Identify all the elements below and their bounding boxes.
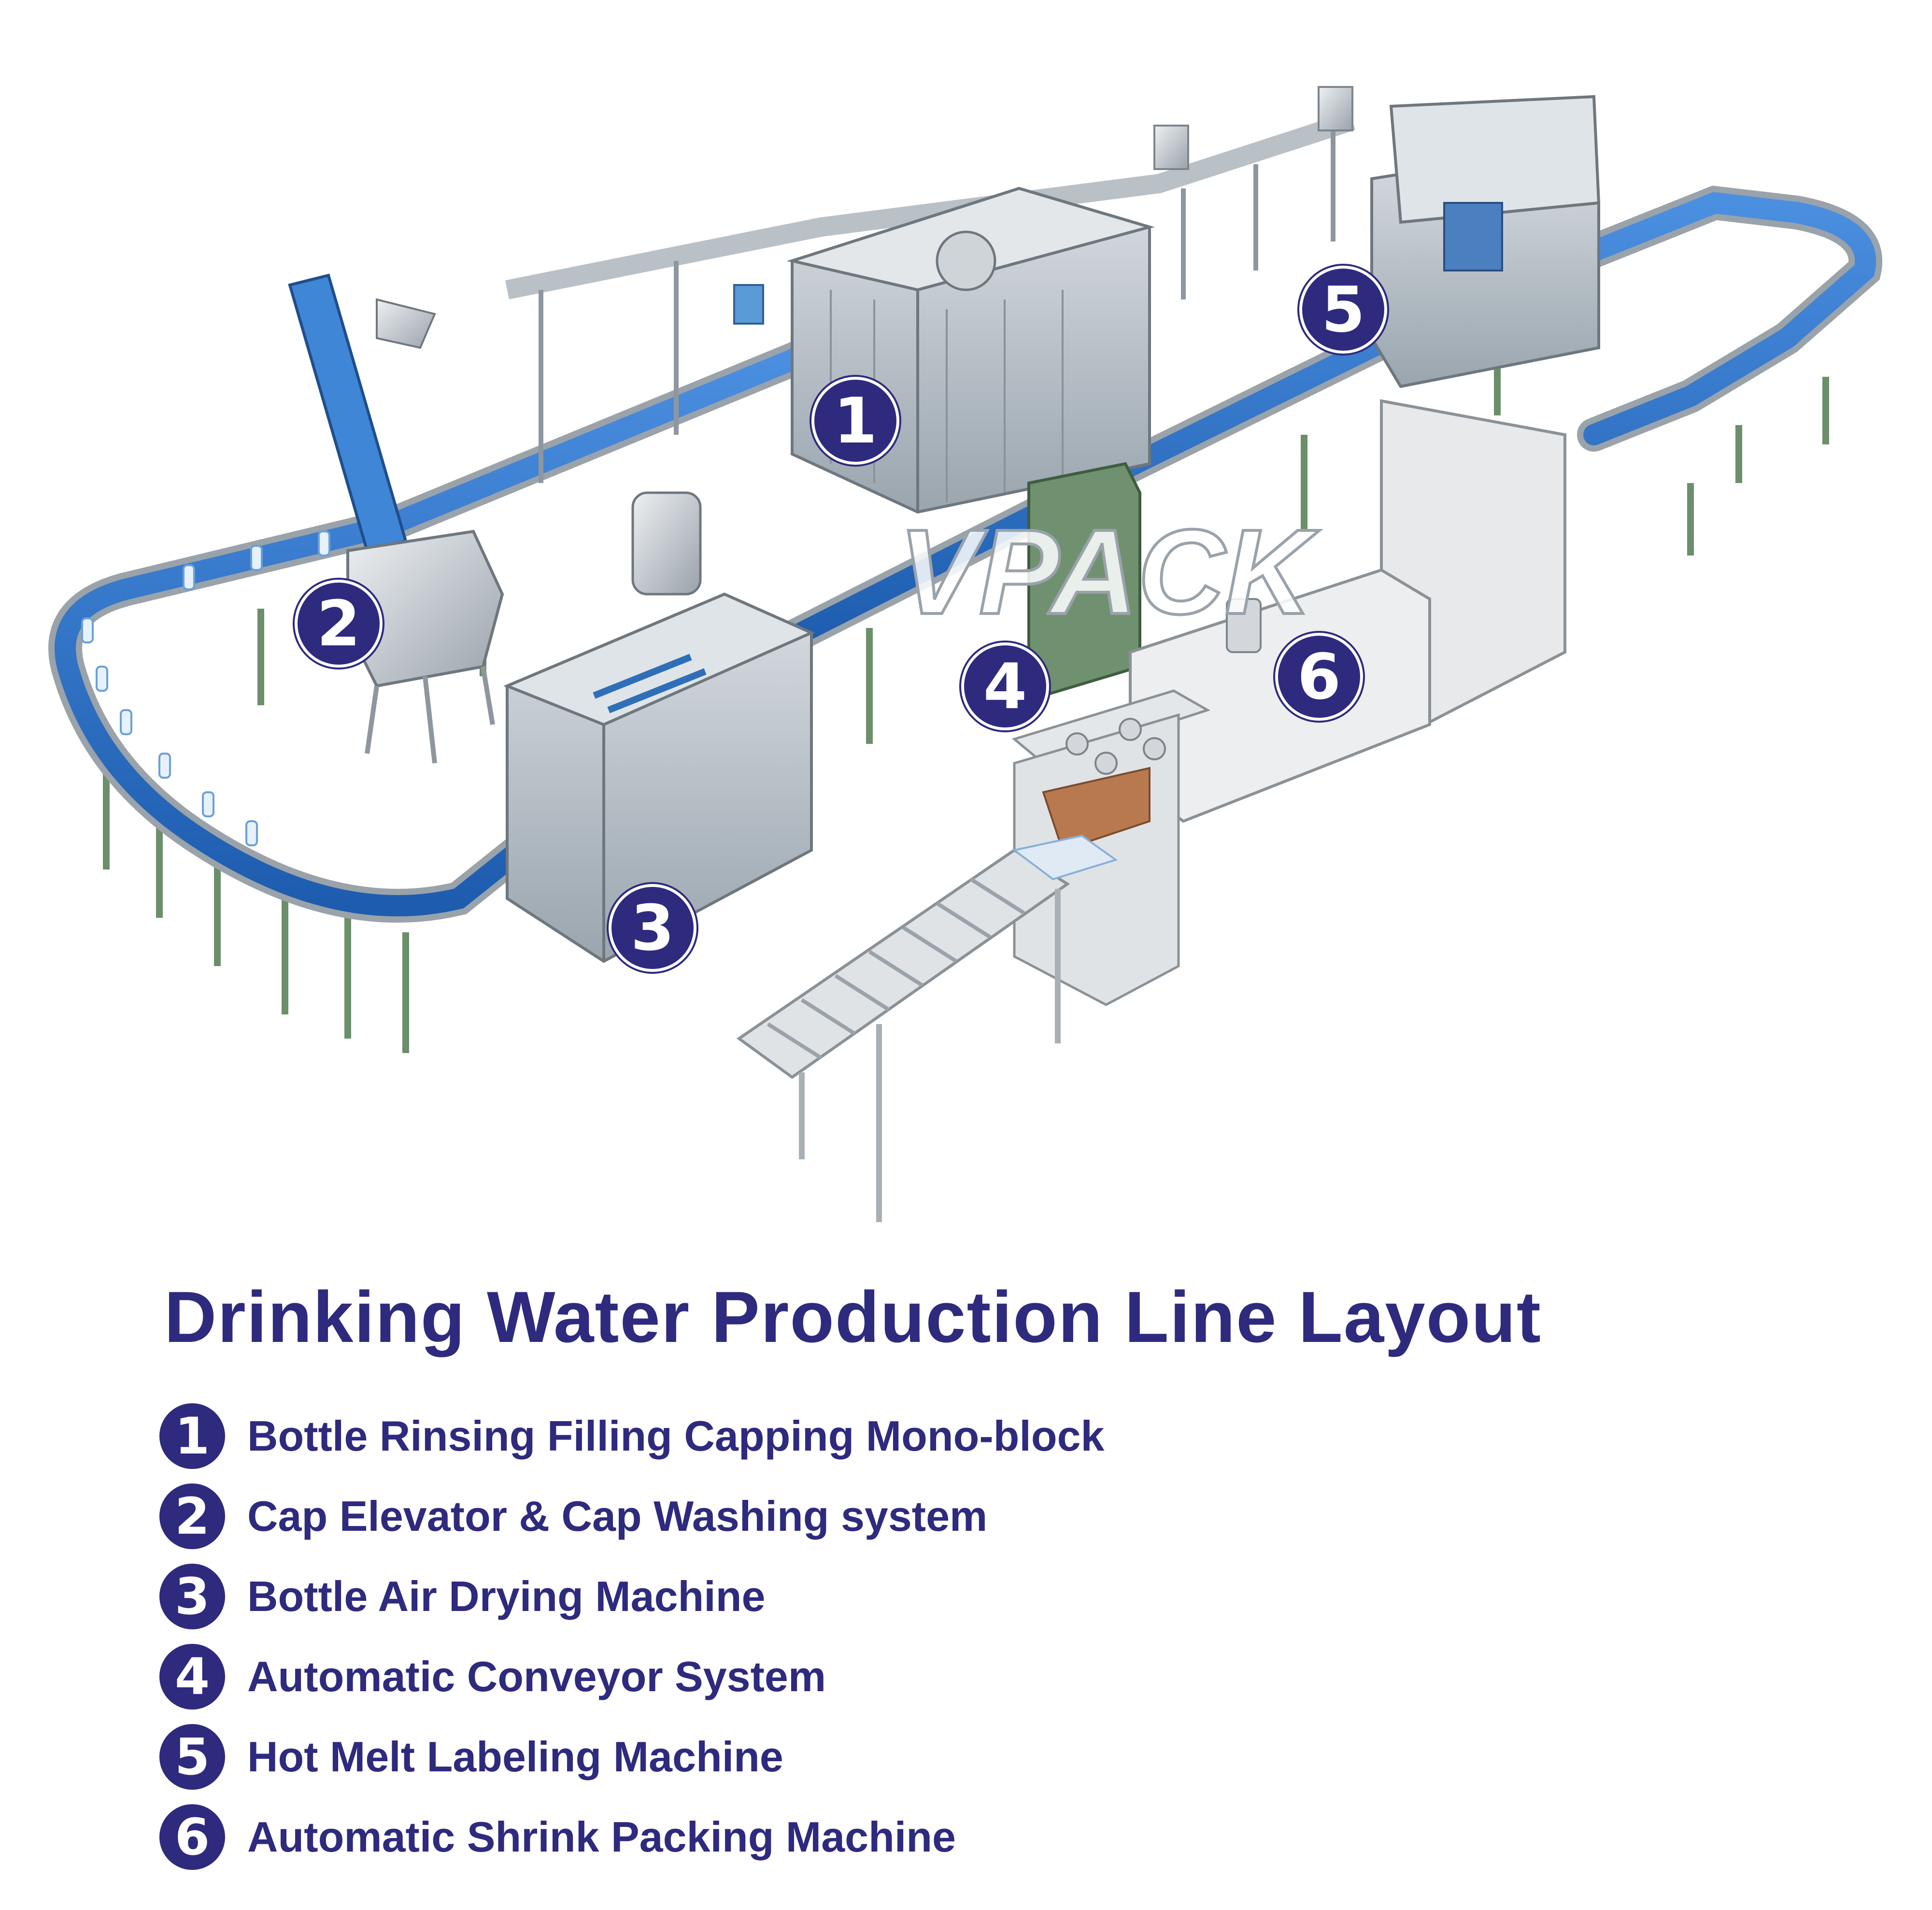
legend-item: 1 Bottle Rinsing Filling Capping Mono-bl… (159, 1396, 1705, 1476)
legend-number-badge: 1 (159, 1403, 225, 1469)
machine-badge-1: 1 (811, 377, 899, 465)
legend-label: Automatic Conveyor System (247, 1653, 826, 1700)
machine-badge-6: 6 (1275, 633, 1363, 721)
production-line-drawing: VPACK (48, 86, 1883, 1222)
watermark-logo: VPACK (898, 504, 1320, 639)
legend-item: 6 Automatic Shrink Packing Machine (159, 1797, 1705, 1877)
legend-number-badge: 5 (159, 1724, 225, 1790)
conveyor-right-line (756, 185, 1883, 664)
air-drying-machine (503, 592, 815, 963)
page-title: Drinking Water Production Line Layout (164, 1276, 1542, 1357)
cap-elevator-machine (288, 273, 702, 764)
legend-item: 4 Automatic Conveyor System (159, 1637, 1705, 1717)
legend-number-badge: 3 (159, 1564, 225, 1629)
legend-label: Cap Elevator & Cap Washing system (247, 1492, 988, 1540)
legend-label: Bottle Air Drying Machine (247, 1572, 766, 1620)
legend-item: 5 Hot Melt Labeling Machine (159, 1717, 1705, 1797)
legend-number-badge: 6 (159, 1804, 225, 1870)
machine-badge-2: 2 (295, 580, 383, 668)
legend-number-badge: 4 (159, 1644, 225, 1710)
machine-badge-3: 3 (609, 884, 696, 972)
machine-badge-4: 4 (961, 642, 1049, 730)
legend-label: Hot Melt Labeling Machine (247, 1733, 783, 1781)
bottles (81, 530, 330, 846)
legend-item: 3 Bottle Air Drying Machine (159, 1556, 1705, 1637)
production-line-illustration: VPACK 1 2 3 4 5 6 (48, 86, 1883, 1222)
roller-table (736, 834, 1118, 1222)
machine-badge-5: 5 (1299, 266, 1387, 354)
legend-number-badge: 2 (159, 1483, 225, 1549)
legend-item: 2 Cap Elevator & Cap Washing system (159, 1476, 1705, 1556)
conveyor-left-loop (48, 331, 838, 923)
legend-label: Automatic Shrink Packing Machine (247, 1813, 956, 1861)
legend: 1 Bottle Rinsing Filling Capping Mono-bl… (159, 1396, 1705, 1877)
legend-label: Bottle Rinsing Filling Capping Mono-bloc… (247, 1412, 1105, 1460)
labeling-machine (1370, 95, 1601, 388)
